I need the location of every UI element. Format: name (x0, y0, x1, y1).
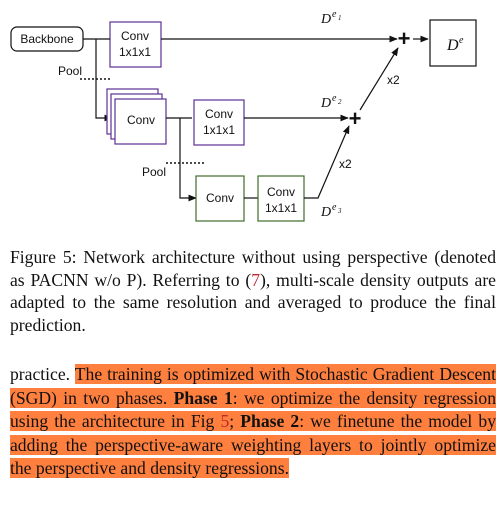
network-architecture-diagram: Backbone Conv 1x1x1 D e + D e 1 Pool Con… (10, 9, 477, 222)
fig-ref[interactable]: 5 (220, 411, 230, 432)
conv-bottom-label: Conv (206, 191, 234, 205)
label-d-e3: D e 3 (320, 202, 342, 220)
phase2-label: Phase 2 (240, 411, 300, 432)
stacked-conv-block: Conv (106, 88, 167, 145)
phase1-label: Phase 1 (173, 387, 233, 408)
body-paragraph: practice. The training is optimized with… (10, 363, 496, 481)
d-e2-sub: 2 (338, 98, 342, 106)
x2-label-2: x2 (339, 157, 352, 171)
backbone-label: Backbone (20, 32, 74, 46)
conv-top-line1: Conv (121, 29, 149, 43)
d-e2-e: e (332, 93, 337, 104)
d-e3-d: D (320, 205, 331, 220)
output-d: D (446, 37, 459, 54)
conv-1x1-middle: Conv 1x1x1 (193, 99, 245, 146)
d-e2-d: D (320, 96, 331, 111)
phase-separator: ; (229, 411, 235, 432)
edge-upsample-2 (304, 125, 350, 199)
d-e3-sub: 3 (337, 207, 342, 215)
x2-label-1: x2 (387, 73, 400, 87)
d-e1-sub: 1 (338, 14, 342, 22)
edge-upsample-1 (359, 47, 399, 111)
pool-label-1: Pool (58, 64, 82, 78)
conv-bottom2-line1: Conv (267, 185, 295, 199)
plus-middle: + (349, 106, 362, 131)
d-e3-e: e (332, 202, 337, 213)
output-density-block: D e (429, 19, 477, 67)
phase2-text: : we finetune the model by adding the pe… (10, 411, 496, 479)
label-d-e2: D e 2 (320, 93, 342, 111)
d-e1-d: D (320, 12, 331, 27)
conv-1x1-bottom: Conv 1x1x1 (257, 175, 305, 222)
stacked-conv-label: Conv (127, 113, 155, 127)
d-e1-e: e (332, 9, 337, 20)
backbone-block: Backbone (10, 26, 84, 52)
conv-1x1-top: Conv 1x1x1 (109, 21, 162, 68)
label-d-e1: D e 1 (320, 9, 342, 27)
caption-prefix: Figure 5: Network architecture without u… (10, 247, 496, 290)
conv-mid-line1: Conv (205, 107, 233, 121)
caption-suffix: ), multi-scale density outputs are adapt… (10, 269, 496, 335)
plus-top: + (398, 26, 411, 51)
conv-bottom: Conv (195, 175, 245, 222)
output-sup: e (459, 35, 464, 46)
conv-mid-line2: 1x1x1 (203, 123, 235, 137)
conv-bottom2-line2: 1x1x1 (265, 201, 297, 215)
conv-top-line2: 1x1x1 (119, 45, 151, 59)
phase1-text: : we optimize the density regression usi… (10, 387, 496, 432)
caption-equation-ref[interactable]: 7 (251, 269, 261, 290)
para-lead: practice. (10, 364, 75, 384)
pool-label-2: Pool (142, 165, 166, 179)
figure-caption: Figure 5: Network architecture without u… (10, 246, 496, 336)
edge-pool2 (179, 118, 197, 202)
